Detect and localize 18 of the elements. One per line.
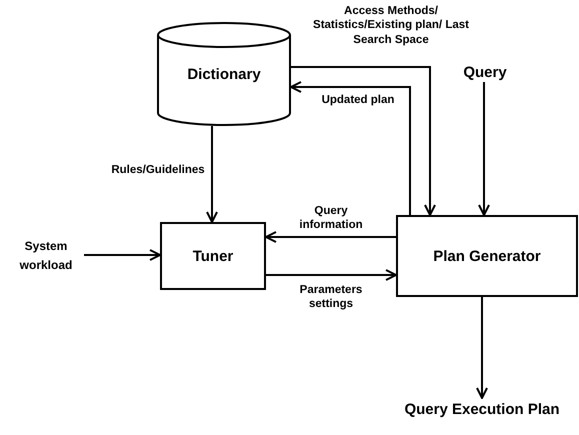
arrow	[266, 269, 397, 281]
arrow	[265, 231, 396, 243]
arrow	[206, 126, 218, 223]
database-cylinder	[157, 22, 291, 126]
arrow	[478, 82, 490, 216]
node-text: System workload	[8, 234, 84, 278]
process-box	[160, 222, 266, 290]
arrow	[291, 66, 436, 216]
process-box	[396, 215, 578, 297]
arrow	[290, 81, 411, 215]
node-label: Dictionary	[187, 66, 261, 82]
arrow	[84, 249, 161, 261]
node-label: Tuner	[192, 248, 234, 264]
node-label: Plan Generator	[433, 248, 541, 264]
edge-label: Access Methods/ Statistics/Existing plan/ Last Search Space	[310, 4, 472, 48]
node-text: Query	[462, 62, 508, 82]
arrow	[476, 297, 488, 399]
node-text: Query Execution Plan	[392, 398, 572, 420]
